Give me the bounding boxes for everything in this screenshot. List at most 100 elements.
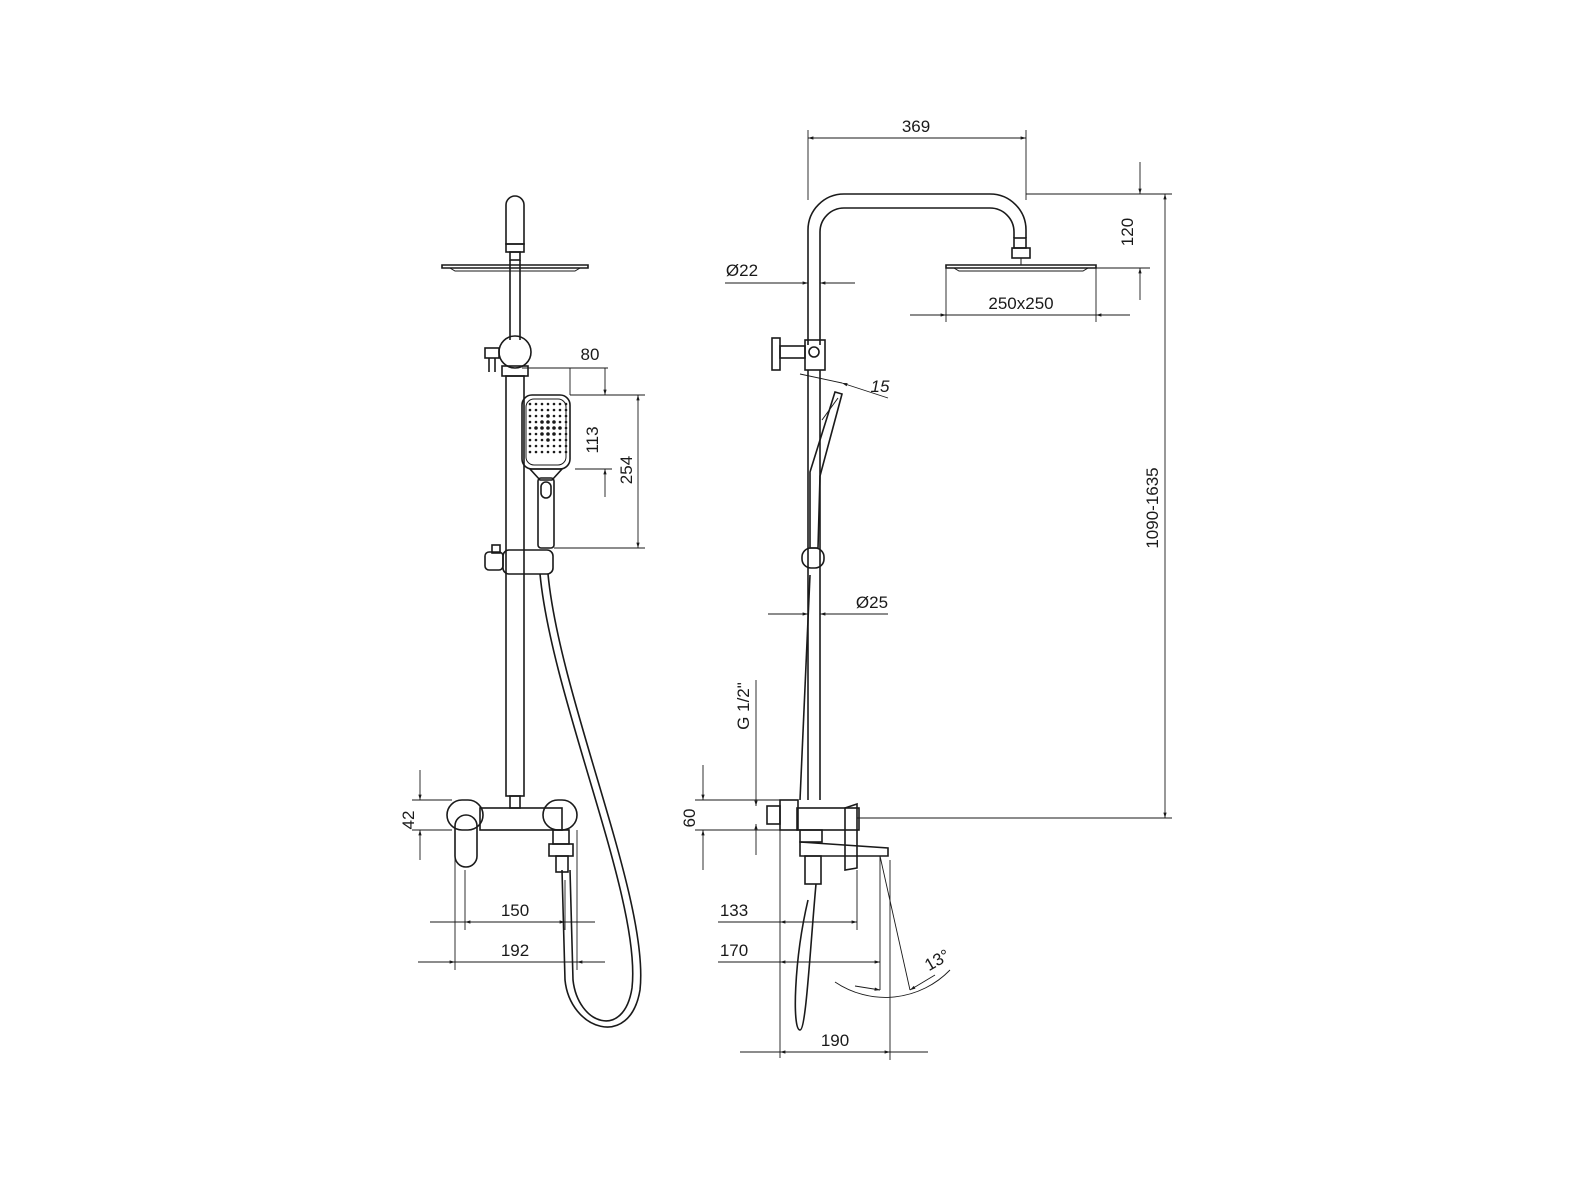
dim-pipe-22: Ø22 [725, 261, 855, 285]
dim-bar-25: Ø25 [768, 593, 888, 616]
hand-shower-neck [528, 468, 564, 481]
front-view: 42 150 192 80 113 [399, 195, 645, 1028]
nozzle-dot [528, 420, 532, 424]
arm-connector [1013, 237, 1027, 249]
dim-pipe-22-label: Ø22 [726, 261, 758, 280]
riser-bottom [509, 795, 521, 809]
mixer-body-front [479, 807, 563, 831]
dim-369: 369 [807, 117, 1027, 200]
nozzle-dot [546, 444, 550, 448]
nozzle-dot [540, 444, 544, 448]
mixer-eccentric [766, 805, 781, 825]
dim-254: 254 [554, 395, 645, 549]
nozzle-dot [552, 420, 556, 424]
nozzle-dot [564, 408, 568, 412]
nozzle-dot [546, 408, 550, 412]
dim-133-label: 133 [720, 901, 748, 920]
nozzle-dot [534, 408, 538, 412]
mixer-lever [454, 814, 478, 868]
hose-outlet-side [804, 855, 822, 885]
riser-connector [505, 243, 525, 253]
dim-113-label: 113 [583, 426, 602, 453]
nozzle-dot [540, 402, 544, 406]
dim-80: 80 [522, 345, 608, 395]
hose-inner [539, 573, 634, 1022]
dim-range-height-label: 1090-1635 [1143, 467, 1162, 548]
nozzle-dot [540, 438, 544, 442]
dim-bar-25-label: Ø25 [856, 593, 888, 612]
dim-170: 170 [718, 856, 881, 990]
spout-side [799, 841, 889, 857]
nozzle-dot [558, 420, 562, 424]
mixer-right-cap [542, 799, 578, 831]
nozzle-dot [552, 402, 556, 406]
nozzle-dot [528, 402, 532, 406]
nozzle-dot [558, 438, 562, 442]
nozzle-dot [564, 450, 568, 454]
hose-ferrule [555, 855, 569, 873]
dim-80-label: 80 [581, 345, 600, 364]
nozzle-dot [558, 432, 562, 436]
dim-angle-15-label: 15 [871, 377, 890, 396]
nozzle-dot [564, 444, 568, 448]
dim-192: 192 [418, 830, 605, 970]
nozzle-dot [528, 438, 532, 442]
mixer-side-body [796, 807, 860, 831]
nozzle-dot [564, 414, 568, 418]
diverter-pin [808, 346, 820, 358]
nozzle-dot [564, 432, 568, 436]
ball-joint [1011, 247, 1031, 259]
nozzle-dot [534, 438, 538, 442]
hand-shower-button [540, 481, 552, 499]
dim-thread-label: G 1/2" [734, 682, 753, 730]
nozzle-dot [540, 426, 544, 430]
dim-150-label: 150 [501, 901, 529, 920]
nozzle-dot [540, 408, 544, 412]
nozzle-dot [558, 450, 562, 454]
hose-nut [548, 843, 574, 857]
diverter-knob [498, 335, 532, 369]
nozzle-dot [558, 402, 562, 406]
nozzle-dot [540, 432, 544, 436]
dim-60: 60 [680, 765, 780, 870]
side-view: 369 120 250x250 Ø22 15 [680, 117, 1172, 1060]
shower-arm-outer [807, 193, 1027, 345]
dim-42-label: 42 [399, 811, 418, 830]
nozzle-dot [540, 414, 544, 418]
dim-190: 190 [740, 860, 928, 1060]
spout-collar [799, 829, 823, 843]
nozzle-dot [558, 414, 562, 418]
dim-120: 120 [1026, 162, 1170, 300]
shower-arm-inner [819, 207, 1015, 345]
overhead-head-rim [448, 267, 582, 272]
dim-angle-13: 13° [834, 855, 953, 998]
mixer-connector [779, 799, 799, 831]
dim-60-label: 60 [680, 809, 699, 828]
nozzle-dot [558, 408, 562, 412]
nozzle-dot [528, 414, 532, 418]
hose-outlet [552, 829, 570, 845]
dim-369-label: 369 [902, 117, 930, 136]
nozzle-dot [552, 408, 556, 412]
dim-133: 133 [718, 830, 858, 1058]
riser-cap [505, 195, 525, 245]
nozzle-dot [546, 426, 550, 430]
mixer-lever-side [844, 802, 858, 871]
dim-254-label: 254 [617, 456, 636, 484]
dim-192-label: 192 [501, 941, 529, 960]
holder-knob [484, 551, 504, 571]
nozzle-dot [534, 414, 538, 418]
nozzle-dot [552, 438, 556, 442]
diverter-handle [484, 347, 500, 359]
holder-side [801, 547, 825, 569]
dim-190-label: 190 [821, 1031, 849, 1050]
nozzle-dot [528, 408, 532, 412]
nozzle-dot [558, 426, 562, 430]
nozzle-dot [534, 450, 538, 454]
nozzle-dot [540, 420, 544, 424]
nozzle-dot [546, 420, 550, 424]
riser-nut [509, 251, 521, 261]
nozzle-dot [564, 420, 568, 424]
dim-thread: G 1/2" [734, 680, 758, 855]
